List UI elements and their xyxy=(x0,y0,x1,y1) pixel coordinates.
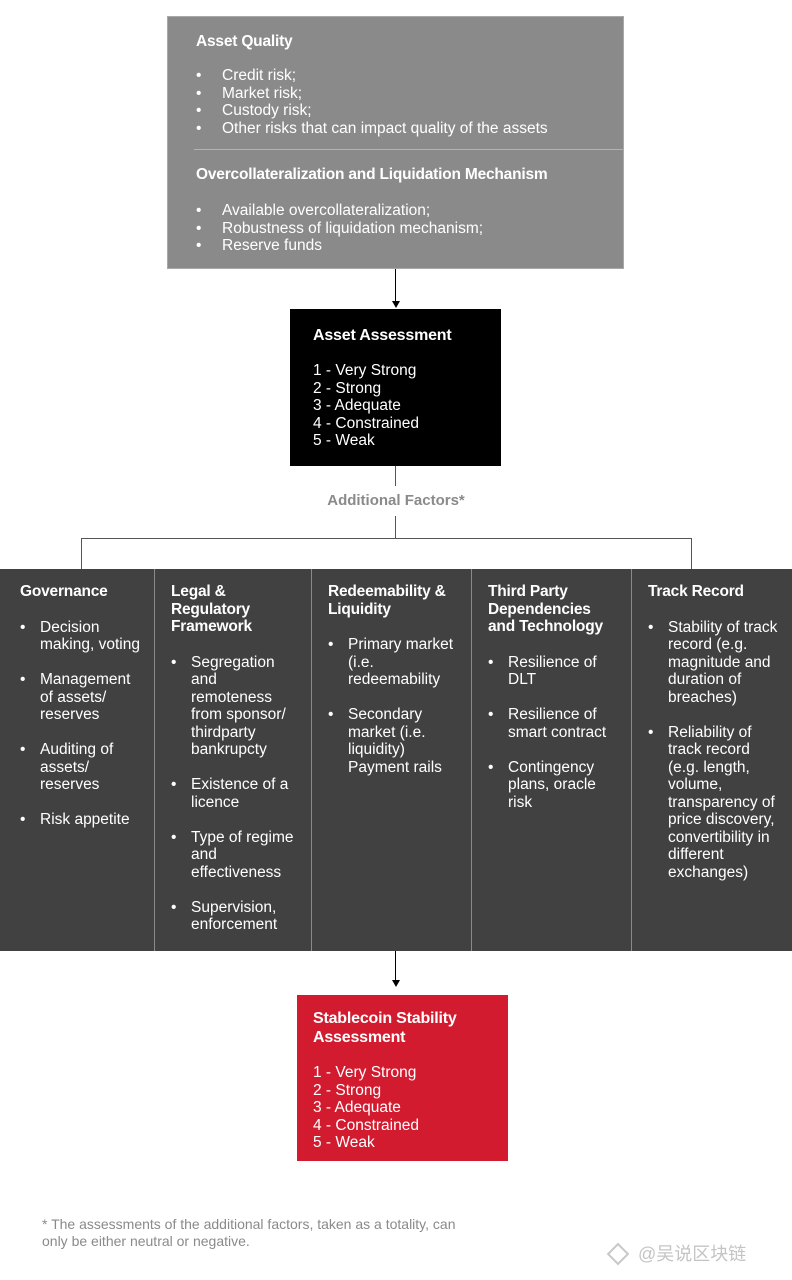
factor-item: Contingency plans, oracle risk xyxy=(488,759,621,812)
column-separator xyxy=(631,569,632,951)
factor-track-record: Track Record Stability of track record (… xyxy=(632,569,792,951)
stability-assessment-levels: 1 - Very Strong 2 - Strong 3 - Adequate … xyxy=(313,1064,508,1152)
overcollateralization-title: Overcollateralization and Liquidation Me… xyxy=(196,166,548,183)
factor-item: Segregation and remoteness from sponsor/… xyxy=(171,654,301,759)
column-separator xyxy=(471,569,472,951)
factor-item: Management of assets/ reserves xyxy=(20,671,144,724)
assessment-level: 2 - Strong xyxy=(313,1081,382,1099)
factor-title: Legal & Regulatory Framework xyxy=(171,583,252,635)
factor-item: Resilience of DLT xyxy=(488,654,621,689)
assessment-level: 2 - Strong xyxy=(313,379,382,397)
overcollateralization-item: Available overcollateralization; xyxy=(196,202,605,220)
factor-third-party-technology: Third Party Dependencies and Technology … xyxy=(472,569,631,951)
factor-items: Segregation and remoteness from sponsor/… xyxy=(171,654,301,934)
factor-title: Redeemability & Liquidity xyxy=(328,583,446,618)
factor-item: Decision making, voting xyxy=(20,619,144,654)
factor-item: Stability of track record (e.g. magnitud… xyxy=(648,619,782,707)
assessment-level: 4 - Constrained xyxy=(313,414,419,432)
overcollateralization-list: Available overcollateralization; Robustn… xyxy=(196,202,605,255)
assessment-level: 1 - Very Strong xyxy=(313,1064,417,1081)
connector-line xyxy=(395,951,396,981)
factor-item: Reliability of track record (e.g. length… xyxy=(648,724,782,882)
branch-line xyxy=(81,538,82,569)
stability-assessment-title: Stablecoin Stability Assessment xyxy=(313,1010,457,1046)
factor-item: Existence of a licence xyxy=(171,776,301,811)
assessment-level: 3 - Adequate xyxy=(313,397,401,414)
watermark-text: @吴说区块链 xyxy=(638,1244,747,1264)
factor-items: Decision making, voting Management of as… xyxy=(20,619,144,829)
asset-quality-item: Credit risk; xyxy=(196,67,605,85)
arrow-down-icon xyxy=(391,980,400,987)
connector-line xyxy=(395,516,396,538)
column-separator xyxy=(311,569,312,951)
assessment-level: 5 - Weak xyxy=(313,1134,375,1151)
factor-items: Resilience of DLT Resilience of smart co… xyxy=(488,654,621,812)
asset-quality-item: Custody risk; xyxy=(196,102,605,120)
additional-factors-label: Additional Factors* xyxy=(327,492,465,509)
factor-item: Supervision, enforcement xyxy=(171,899,301,934)
asset-quality-list: Credit risk; Market risk; Custody risk; … xyxy=(196,67,605,137)
factor-title: Governance xyxy=(20,583,108,600)
factor-item: Auditing of assets/ reserves xyxy=(20,741,144,794)
asset-quality-item: Other risks that can impact quality of t… xyxy=(196,120,605,138)
assessment-level: 5 - Weak xyxy=(313,432,375,449)
factor-item: Resilience of smart contract xyxy=(488,706,621,741)
overcollateralization-item: Reserve funds xyxy=(196,237,605,255)
asset-assessment-box: Asset Assessment 1 - Very Strong 2 - Str… xyxy=(290,309,501,466)
branch-line xyxy=(81,538,692,539)
footnote: * The assessments of the additional fact… xyxy=(42,1216,456,1249)
watermark: @吴说区块链 xyxy=(606,1240,788,1268)
factor-items: Primary market (i.e. redeemability Secon… xyxy=(328,636,461,776)
factor-redeemability-liquidity: Redeemability & Liquidity Primary market… xyxy=(312,569,471,951)
factor-item: Primary market (i.e. redeemability xyxy=(328,636,461,689)
factor-title: Third Party Dependencies and Technology xyxy=(488,583,603,635)
factor-item: Secondary market (i.e. liquidity) Paymen… xyxy=(328,706,461,776)
assessment-level: 3 - Adequate xyxy=(313,1099,401,1116)
asset-assessment-levels: 1 - Very Strong 2 - Strong 3 - Adequate … xyxy=(313,362,501,450)
factor-governance: Governance Decision making, voting Manag… xyxy=(0,569,154,951)
overcollateralization-item: Robustness of liquidation mechanism; xyxy=(196,220,605,238)
section-divider xyxy=(194,149,623,150)
factor-items: Stability of track record (e.g. magnitud… xyxy=(648,619,782,882)
factor-title: Track Record xyxy=(648,583,744,600)
asset-quality-box: Asset Quality Credit risk; Market risk; … xyxy=(167,16,624,269)
connector-line xyxy=(395,466,396,486)
assessment-level: 1 - Very Strong xyxy=(313,362,417,379)
stability-assessment-box: Stablecoin Stability Assessment 1 - Very… xyxy=(297,995,508,1161)
assessment-level: 4 - Constrained xyxy=(313,1116,419,1134)
factor-item: Risk appetite xyxy=(20,811,144,829)
column-separator xyxy=(154,569,155,951)
factor-legal-regulatory: Legal & Regulatory Framework Segregation… xyxy=(155,569,311,951)
factor-item: Type of regime and effectiveness xyxy=(171,829,301,882)
asset-assessment-title: Asset Assessment xyxy=(313,327,452,344)
connector-line xyxy=(395,269,396,302)
branch-line xyxy=(691,538,692,569)
asset-quality-title: Asset Quality xyxy=(196,33,293,50)
logo-icon xyxy=(606,1242,630,1266)
arrow-down-icon xyxy=(391,301,400,308)
asset-quality-item: Market risk; xyxy=(196,85,605,103)
